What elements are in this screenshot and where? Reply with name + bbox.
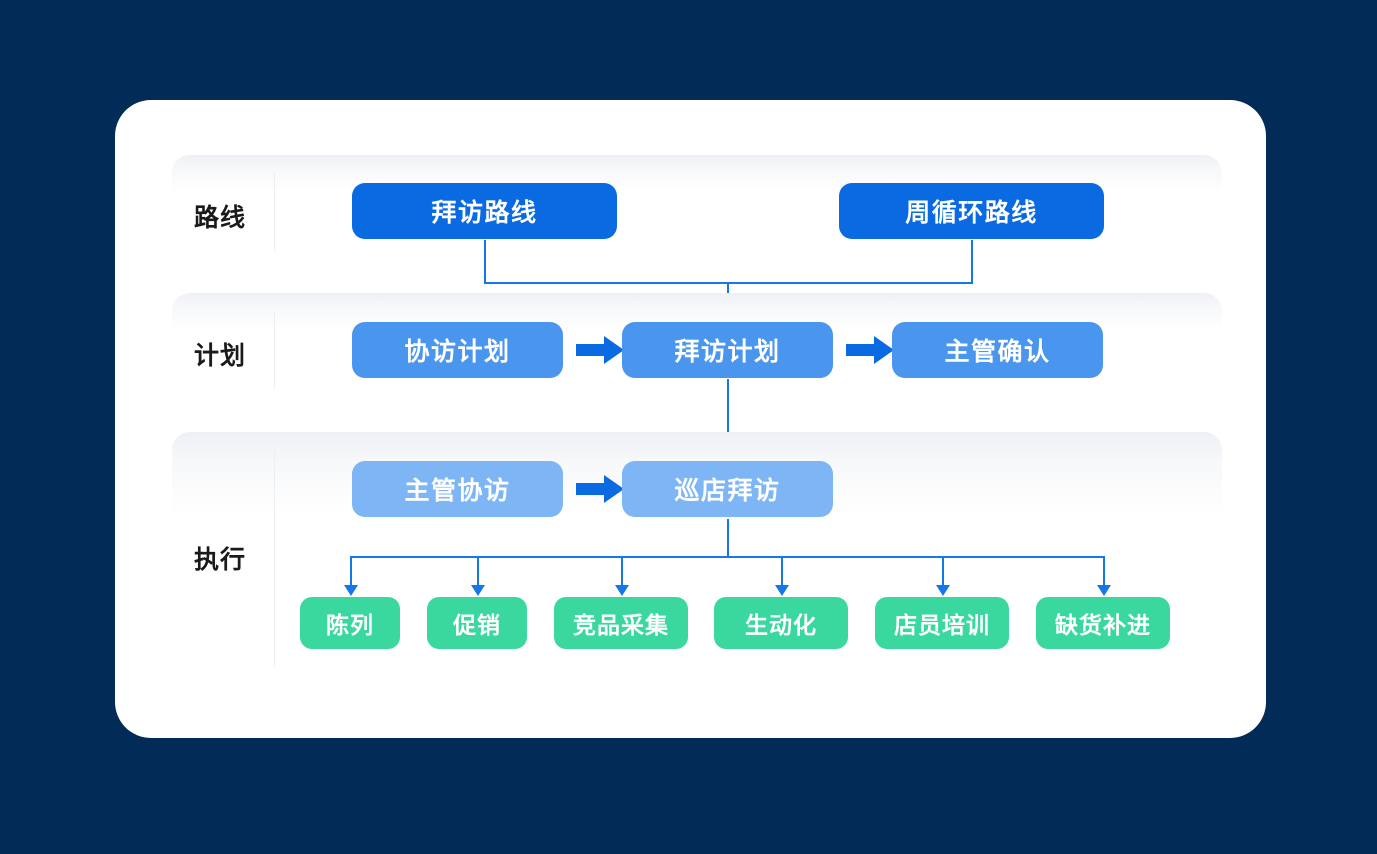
connector-store-visit-down <box>727 519 729 556</box>
connector-visit-route-down <box>484 240 486 282</box>
arrowhead-task-6 <box>1097 585 1111 596</box>
connector-task-1 <box>350 556 352 587</box>
row-label-plan: 计划 <box>194 342 247 370</box>
connector-weekly-route-down <box>971 240 973 282</box>
connector-plan-to-exec <box>727 379 729 455</box>
connector-task-4 <box>781 556 783 587</box>
node-store-visit[interactable]: 巡店拜访 <box>622 461 833 517</box>
task-node-clerk-training[interactable]: 店员培训 <box>875 597 1009 649</box>
row-divider-execution <box>274 450 275 666</box>
task-node-display[interactable]: 陈列 <box>300 597 400 649</box>
arrowhead-task-1 <box>344 585 358 596</box>
arrowhead-task-2 <box>471 585 485 596</box>
node-visit-plan[interactable]: 拜访计划 <box>622 322 833 378</box>
arrowhead-task-3 <box>615 585 629 596</box>
node-supervisor-joint-visit[interactable]: 主管协访 <box>352 461 563 517</box>
arrow-right-icon-exec-1 <box>576 473 624 505</box>
connector-task-6 <box>1103 556 1105 587</box>
arrowhead-task-4 <box>775 585 789 596</box>
row-label-route: 路线 <box>194 204 247 232</box>
connector-task-3 <box>621 556 623 587</box>
arrowhead-task-5 <box>936 585 950 596</box>
task-node-vividness[interactable]: 生动化 <box>714 597 848 649</box>
connector-task-2 <box>477 556 479 587</box>
row-panel-route: 路线 拜访路线 周循环路线 <box>172 155 1222 268</box>
row-label-execution: 执行 <box>194 546 247 574</box>
row-divider-plan <box>274 311 275 389</box>
arrow-right-icon-plan-1 <box>576 334 624 366</box>
node-visit-route[interactable]: 拜访路线 <box>352 183 617 239</box>
task-node-competitor-collection[interactable]: 竞品采集 <box>554 597 688 649</box>
node-weekly-cycle-route[interactable]: 周循环路线 <box>839 183 1104 239</box>
task-node-promotion[interactable]: 促销 <box>427 597 527 649</box>
arrow-right-icon-plan-2 <box>846 334 894 366</box>
connector-task-bus <box>350 556 1104 558</box>
row-divider-route <box>274 173 275 251</box>
node-joint-visit-plan[interactable]: 协访计划 <box>352 322 563 378</box>
task-node-restock[interactable]: 缺货补进 <box>1036 597 1170 649</box>
node-supervisor-confirm[interactable]: 主管确认 <box>892 322 1103 378</box>
flow-card: 路线 拜访路线 周循环路线 计划 协访计划 拜访计划 <box>115 100 1266 738</box>
connector-task-5 <box>942 556 944 587</box>
row-panel-plan: 计划 协访计划 拜访计划 主管确认 <box>172 293 1222 406</box>
